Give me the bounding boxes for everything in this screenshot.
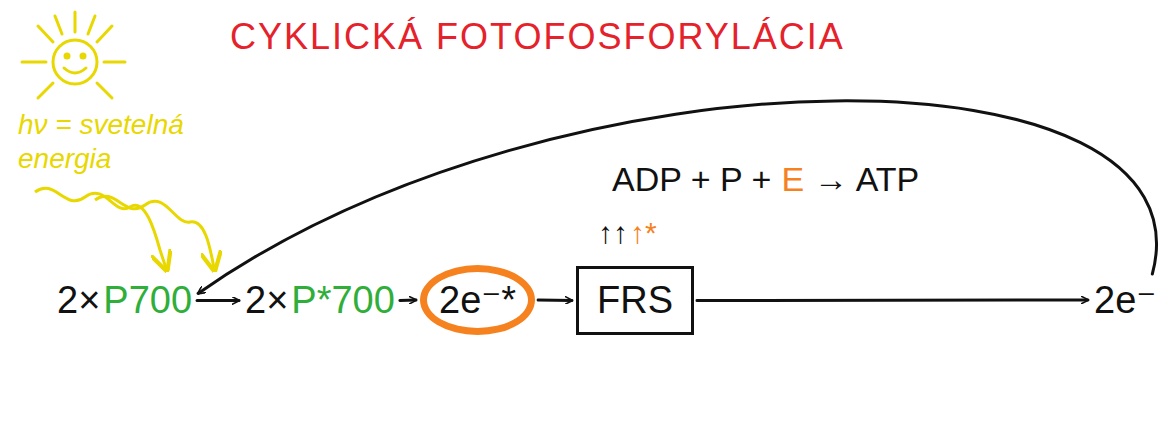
sun	[22, 12, 125, 98]
reaction-term: E	[781, 160, 804, 199]
light-label: hν = svetelná energia	[18, 108, 223, 175]
light-wave	[35, 188, 166, 268]
text-node: 2×P*700	[243, 277, 397, 324]
node-text: P*700	[291, 279, 395, 322]
node-text: 2×	[57, 279, 100, 322]
connector	[197, 299, 239, 302]
process-box: FRS	[576, 266, 694, 335]
node-text: 2e⁻	[1094, 278, 1156, 322]
node-text: 2×	[245, 279, 288, 322]
connector	[198, 101, 1156, 294]
text-node: 2×P700	[55, 277, 194, 324]
energy-arrows: ↑↑↑*	[598, 216, 657, 250]
energy-arrow: ↑*	[630, 216, 657, 250]
circled-node: 2e⁻*	[420, 265, 535, 335]
connector	[400, 299, 416, 303]
node-text: 2e⁻*	[439, 278, 516, 322]
node-text: FRS	[597, 279, 673, 322]
reaction-term: ADP + P +	[612, 160, 771, 199]
text-node: 2e⁻	[1092, 276, 1158, 324]
connector	[538, 299, 572, 303]
reaction-term: → ATP	[814, 160, 919, 199]
connector	[697, 299, 1088, 303]
reaction-row: ADP + P + E → ATP	[612, 160, 919, 199]
energy-arrow: ↑↑	[598, 216, 628, 250]
node-text: P700	[103, 279, 192, 322]
title: CYKLICKÁ FOTOFOSFORYLÁCIA	[230, 16, 845, 58]
light-wave	[95, 196, 214, 268]
